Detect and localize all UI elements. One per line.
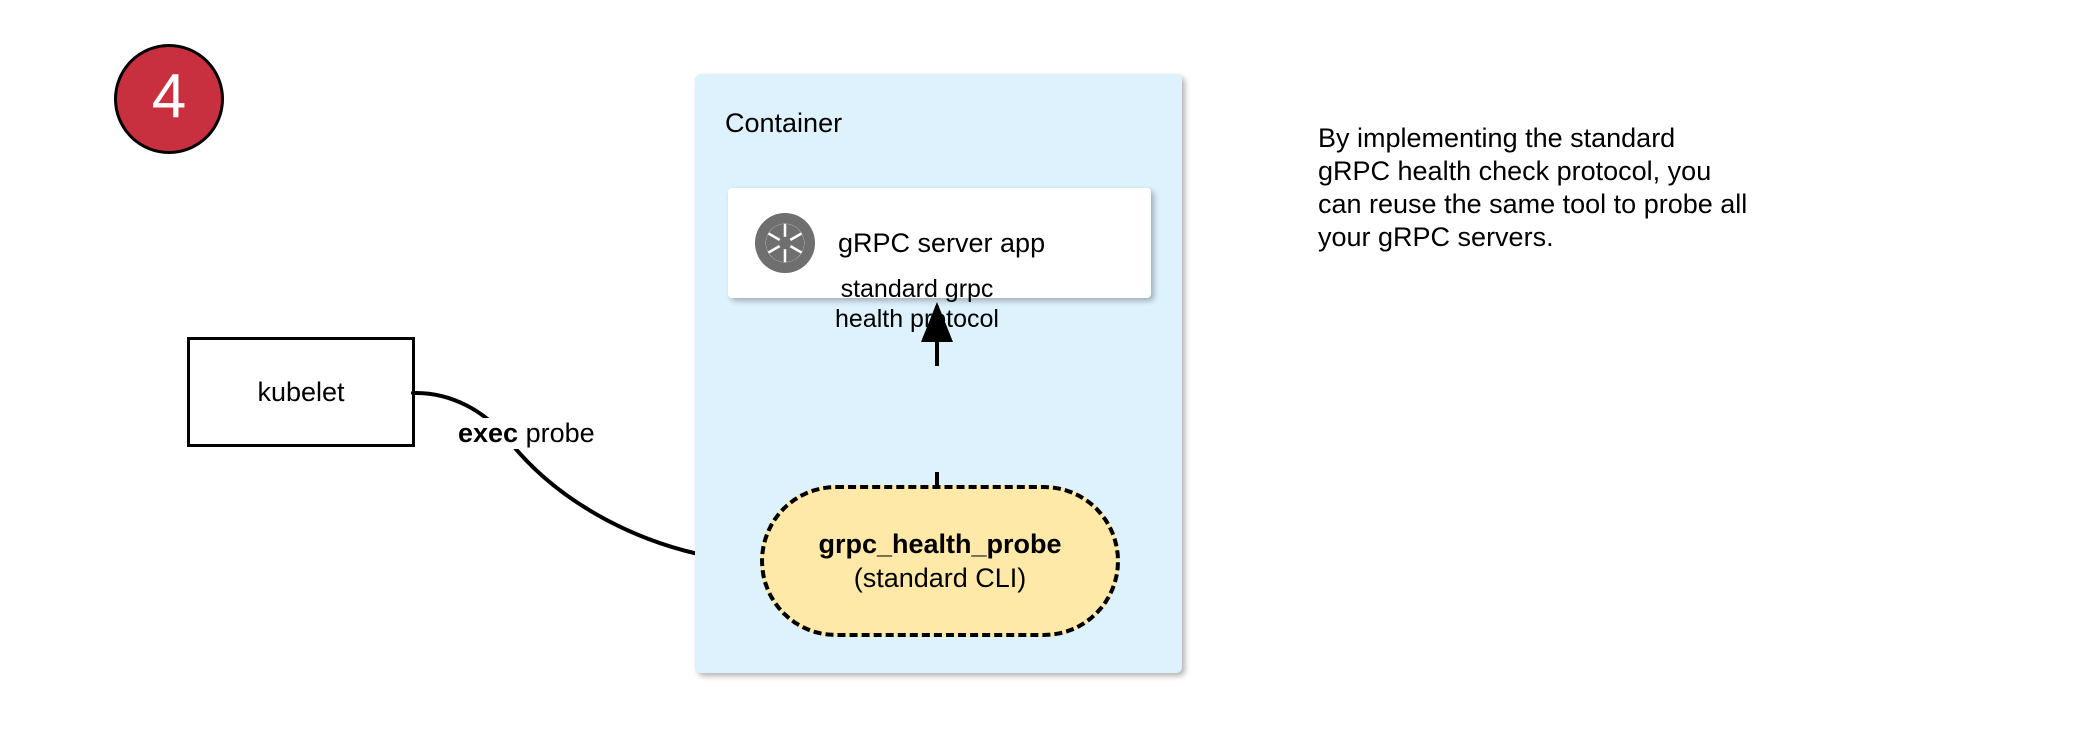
step-number-label: 4 [151, 62, 187, 131]
caption-line-1: By implementing the standard [1318, 123, 1676, 153]
health-protocol-edge-label: standard grpc health protocol [817, 274, 1017, 334]
caption-line-3: can reuse the same tool to probe all [1318, 189, 1748, 219]
container-panel: Container [695, 74, 1182, 673]
step-number-badge: 4 [114, 44, 224, 154]
exec-probe-edge-label: exec probe [455, 418, 598, 449]
caption-line-4: your gRPC servers. [1318, 222, 1554, 252]
caption-line-2: gRPC health check protocol, you [1318, 156, 1712, 186]
exec-probe-edge-label-rest: probe [518, 418, 595, 448]
grpc-health-probe-subtitle: (standard CLI) [853, 563, 1027, 593]
kubelet-node-label: kubelet [257, 376, 345, 407]
caption-text: By implementing the standard gRPC health… [1318, 122, 1898, 254]
exec-probe-edge-label-bold: exec [458, 418, 519, 448]
aperture-icon [754, 212, 816, 274]
health-protocol-edge-label-line1: standard grpc [840, 275, 994, 303]
grpc-server-app-label: gRPC server app [838, 227, 1046, 258]
grpc-health-probe-title: grpc_health_probe [818, 529, 1062, 559]
health-protocol-edge-label-line2: health protocol [834, 305, 999, 333]
grpc-health-probe-node: grpc_health_probe (standard CLI) [760, 485, 1120, 637]
container-panel-title: Container [725, 108, 843, 138]
kubelet-node: kubelet [187, 337, 415, 447]
grpc-server-app-card: gRPC server app [728, 188, 1151, 298]
